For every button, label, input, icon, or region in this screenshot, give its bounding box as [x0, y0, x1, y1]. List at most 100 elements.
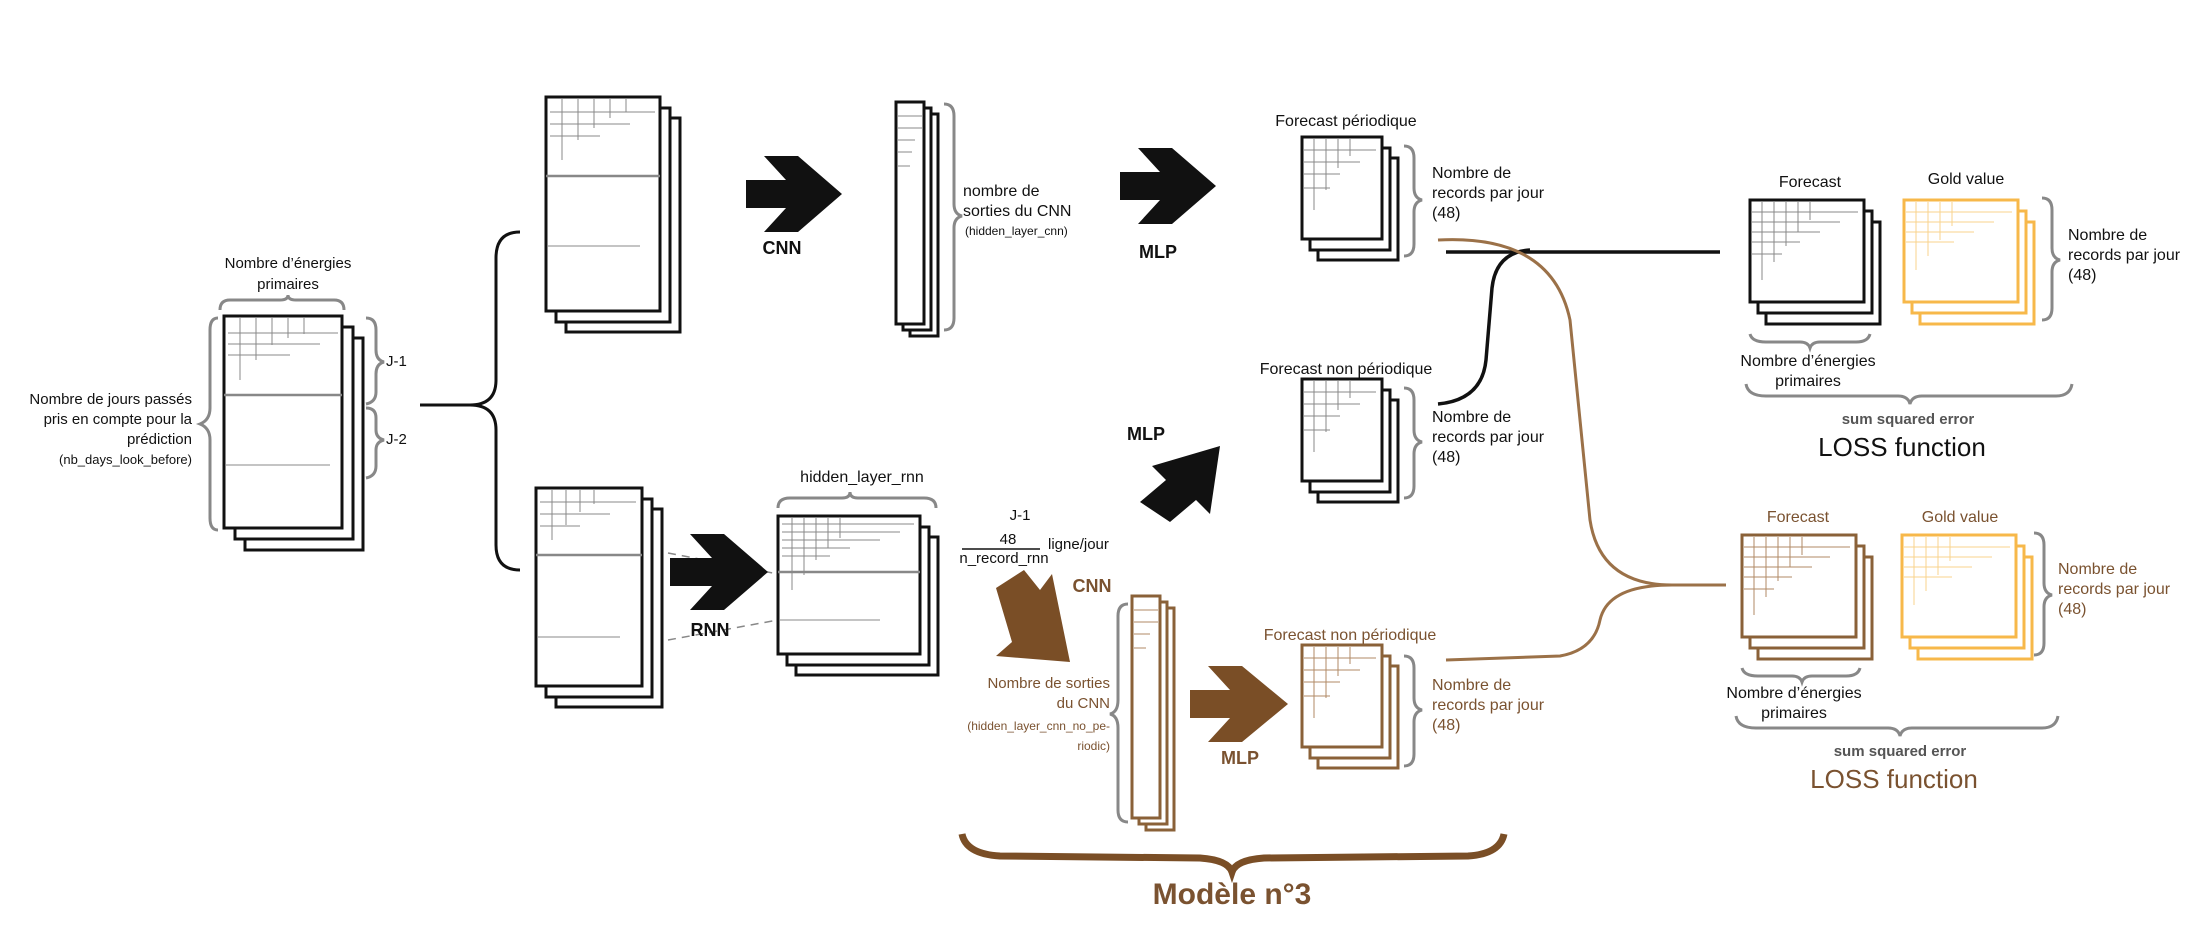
forecast-periodic-records-2: records par jour: [1432, 185, 1545, 202]
input-days-label-2: pris en compte pour la: [44, 411, 193, 428]
rnn-nrecord-label: n_record_rnn: [959, 550, 1048, 567]
mlp-nonperiodic-label: MLP: [1127, 424, 1165, 444]
loss-bottom-forecast-label: Forecast: [1767, 509, 1830, 526]
rnn-hidden-stack: [776, 514, 940, 677]
loss-bottom-forecast-grid: [1744, 537, 1850, 615]
forecast-periodic-records: Nombre de: [1432, 165, 1511, 182]
cnn-arrow: [746, 156, 842, 232]
loss-top-sse-brace: [1744, 383, 2074, 405]
loss-top-forecast-stack: [1748, 198, 1882, 326]
model3-forecast-title: Forecast non périodique: [1264, 627, 1437, 644]
loss-bottom-energies-label: Nombre d’énergies: [1726, 685, 1861, 702]
model3-outputs-label-3: (hidden_layer_cnn_no_pe-: [967, 719, 1110, 733]
rnn-ligne-label: ligne/jour: [1048, 536, 1109, 553]
loss-bottom-title: LOSS function: [1810, 764, 1978, 794]
mlp-periodic-label: MLP: [1139, 242, 1177, 262]
mlp-arrow-nonperiodic: [1140, 446, 1220, 522]
input-days-label-3: prédiction: [127, 431, 192, 448]
rnn-input-grid: [536, 490, 642, 638]
loss-bottom-records-2: records par jour: [2058, 581, 2171, 598]
model3-forecast-grid: [1304, 647, 1376, 718]
rnn-hidden-brace: [776, 491, 938, 509]
loss-bottom-records: Nombre de: [2058, 561, 2137, 578]
rnn-arrow: [670, 534, 768, 610]
cnn-input-stack: [544, 95, 682, 334]
loss-bottom-records-brace: [2033, 531, 2053, 657]
loss-top-sse-label: sum squared error: [1842, 411, 1975, 428]
rnn-dashes: [667, 552, 779, 641]
loss-bottom-sse-label: sum squared error: [1834, 743, 1967, 760]
model3-forecast-brace: [1403, 654, 1423, 768]
model3-cnn-output-brace: [1109, 602, 1129, 824]
loss-top-energies-label: Nombre d’énergies: [1740, 353, 1875, 370]
loss-top-forecast-label: Forecast: [1779, 174, 1842, 191]
model3-cnn-label: CNN: [1073, 576, 1112, 596]
connector-brown-top: [1437, 238, 1726, 587]
loss-bottom-gold-label: Gold value: [1922, 509, 1999, 526]
forecast-nonperiodic-records: Nombre de: [1432, 409, 1511, 426]
rnn-j1-label: J-1: [1010, 507, 1031, 524]
input-j1-label: J-1: [386, 353, 407, 370]
loss-bottom-gold-stack: [1900, 533, 2034, 661]
cnn-output-brace: [943, 102, 963, 332]
model3-title: Modèle n°3: [1153, 878, 1312, 911]
model3-mlp-arrow: [1190, 666, 1288, 742]
model3-cnn-arrow: [996, 570, 1070, 662]
model3-outputs-label-2: du CNN: [1057, 695, 1110, 712]
rnn-48-label: 48: [1000, 531, 1017, 548]
model3-forecast-records: Nombre de: [1432, 677, 1511, 694]
input-energies-label: Nombre d’énergies: [225, 255, 352, 272]
loss-top-energies-label-2: primaires: [1775, 373, 1841, 390]
cnn-outputs-label: nombre de: [963, 183, 1040, 200]
model3-forecast-records-2: records par jour: [1432, 697, 1545, 714]
forecast-periodic-grid: [1304, 139, 1376, 210]
model3-forecast-records-3: (48): [1432, 717, 1460, 734]
input-days-label-4: (nb_days_look_before): [59, 452, 192, 467]
model3-mlp-label: MLP: [1221, 748, 1259, 768]
cnn-outputs-label-3: (hidden_layer_cnn): [965, 224, 1068, 238]
input-days-label: Nombre de jours passés: [29, 391, 192, 408]
loss-top-records: Nombre de: [2068, 227, 2147, 244]
loss-bottom-records-3: (48): [2058, 601, 2086, 618]
loss-top-gold-stack: [1902, 198, 2036, 326]
model3-outputs-label: Nombre de sorties: [987, 675, 1110, 692]
forecast-nonperiodic-title: Forecast non périodique: [1260, 361, 1433, 378]
loss-top-gold-grid: [1906, 202, 2012, 270]
loss-top-title: LOSS function: [1818, 432, 1986, 462]
model3-cnn-output-stack: [1130, 594, 1176, 832]
loss-top-gold-label: Gold value: [1928, 171, 2005, 188]
forecast-periodic-records-3: (48): [1432, 205, 1460, 222]
forecast-nonperiodic-grid: [1304, 381, 1376, 452]
forecast-nonperiodic-records-3: (48): [1432, 449, 1460, 466]
loss-bottom-energies-label-2: primaires: [1761, 705, 1827, 722]
connector-nonperiodic: [1437, 248, 1531, 406]
forecast-periodic-brace: [1403, 144, 1423, 258]
input-j2-label: J-2: [386, 431, 407, 448]
cnn-output-stack: [894, 100, 940, 338]
connector-brown-bottom: [1445, 583, 1673, 662]
cnn-output-grid: [898, 115, 922, 167]
cnn-arrow-label: CNN: [763, 238, 802, 258]
model3-forecast-stack: [1300, 643, 1400, 770]
model3-outputs-label-4: riodic): [1077, 739, 1110, 753]
loss-top-records-2: records par jour: [2068, 247, 2181, 264]
cnn-outputs-label-2: sorties du CNN: [963, 203, 1071, 220]
forecast-nonperiodic-records-2: records par jour: [1432, 429, 1545, 446]
cnn-input-grid: [546, 99, 660, 247]
loss-top-records-brace: [2041, 196, 2061, 322]
loss-bottom-gold-grid: [1904, 537, 2010, 605]
rnn-hidden-label: hidden_layer_rnn: [800, 469, 924, 486]
input-grid: [224, 318, 342, 466]
forecast-nonperiodic-brace: [1403, 386, 1423, 500]
loss-top-records-3: (48): [2068, 267, 2096, 284]
input-braces: [195, 294, 385, 532]
forecast-periodic-title: Forecast périodique: [1275, 113, 1417, 130]
loss-top-forecast-grid: [1752, 202, 1858, 280]
model3-brace: [958, 832, 1508, 884]
loss-bottom-forecast-stack: [1740, 533, 1874, 661]
rnn-hidden-grid: [778, 518, 920, 621]
loss-top-energies-brace: [1748, 333, 1872, 353]
rnn-input-stack: [534, 486, 664, 709]
